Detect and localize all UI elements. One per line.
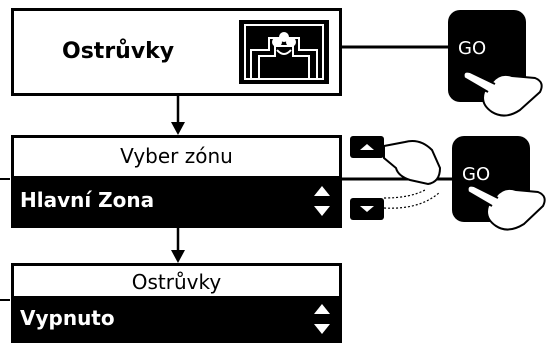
go-button-2[interactable]: GO	[452, 136, 530, 222]
screen-main-menu: Ostrůvky	[11, 8, 342, 96]
screen-label: Ostrůvky	[131, 270, 222, 294]
screen-label: Vyber zónu	[120, 144, 233, 168]
up-down-arrows-icon	[314, 304, 330, 334]
up-down-arrows-icon	[314, 186, 330, 216]
screen-title: Ostrůvky	[62, 39, 175, 64]
flower-bed-icon	[239, 20, 329, 84]
go-button[interactable]: GO	[448, 10, 526, 102]
value-field[interactable]: Vypnuto	[14, 296, 339, 343]
down-button[interactable]	[350, 198, 384, 220]
value-field[interactable]: Hlavní Zona	[14, 176, 339, 226]
go-button-label: GO	[458, 38, 487, 59]
screen-zone-select: Vyber zónu Hlavní Zona	[11, 135, 342, 228]
value-text: Hlavní Zona	[20, 188, 155, 212]
value-text: Vypnuto	[20, 306, 115, 330]
up-button[interactable]	[350, 136, 384, 158]
screen-islands-setting: Ostrůvky Vypnuto	[11, 263, 342, 343]
go-button-label-2: GO	[462, 164, 491, 185]
